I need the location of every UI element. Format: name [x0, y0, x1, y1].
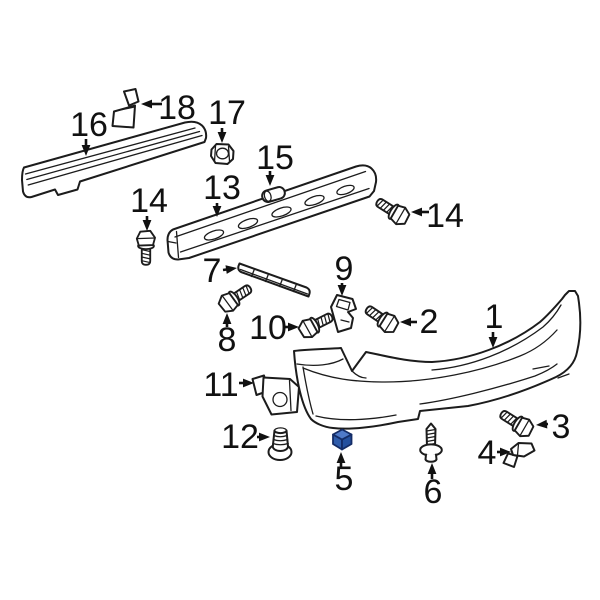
callout-label-2: 2: [420, 303, 439, 341]
callout-label-12: 12: [221, 418, 259, 456]
callout-arrowhead: [212, 206, 222, 217]
callout-13[interactable]: 13: [203, 169, 241, 217]
callout-9[interactable]: 9: [335, 250, 354, 296]
callout-14L[interactable]: 14: [130, 182, 168, 231]
callout-arrowhead: [222, 313, 232, 324]
callout-8[interactable]: 8: [218, 313, 237, 359]
callout-15[interactable]: 15: [256, 139, 294, 186]
callout-label-7: 7: [203, 252, 222, 290]
callout-10[interactable]: 10: [249, 309, 299, 347]
callout-label-16: 16: [70, 106, 108, 144]
callout-arrowhead: [427, 463, 437, 474]
callout-1[interactable]: 1: [485, 298, 504, 348]
callout-label-18: 18: [158, 89, 196, 127]
part-10-bolt[interactable]: [295, 307, 338, 342]
part-4-retainer-clip[interactable]: [502, 442, 536, 468]
part-1-bumper-cover[interactable]: [293, 290, 582, 430]
callout-6[interactable]: 6: [424, 463, 443, 511]
callout-arrowhead: [265, 175, 275, 186]
callout-3[interactable]: 3: [536, 408, 570, 446]
callout-arrowhead: [488, 337, 498, 348]
callout-label-15: 15: [256, 139, 294, 177]
callout-label-5: 5: [335, 460, 354, 498]
callout-arrowhead: [142, 220, 152, 231]
callout-label-3: 3: [552, 408, 571, 446]
callout-arrowhead: [336, 452, 346, 463]
callout-7[interactable]: 7: [203, 252, 237, 290]
callout-label-9: 9: [335, 250, 354, 288]
callout-label-13: 13: [203, 169, 241, 207]
callout-17[interactable]: 17: [208, 94, 246, 143]
callout-label-14R: 14: [426, 197, 464, 235]
part-11-side-retainer[interactable]: [251, 374, 300, 416]
callout-label-17: 17: [208, 94, 246, 132]
part-5-mounting-clip-highlighted[interactable]: [332, 428, 353, 451]
part-14-bolt-left[interactable]: [135, 229, 156, 266]
callout-14R[interactable]: 14: [411, 197, 464, 235]
callout-label-11: 11: [203, 366, 238, 404]
callout-arrowhead: [81, 145, 91, 156]
callout-2[interactable]: 2: [400, 303, 438, 341]
part-6-tapping-screw[interactable]: [419, 422, 443, 463]
callout-arrowhead: [259, 432, 270, 442]
part-3-bolt[interactable]: [495, 404, 538, 441]
part-16-protector-pad[interactable]: [21, 120, 208, 199]
callout-arrowhead: [288, 322, 299, 332]
callout-label-8: 8: [218, 321, 237, 359]
part-12-grommet-screw[interactable]: [267, 427, 293, 461]
callout-16[interactable]: 16: [70, 106, 108, 156]
callout-arrowhead: [217, 132, 227, 143]
part-18-mounting-bracket[interactable]: [111, 88, 140, 129]
callout-label-1: 1: [485, 298, 504, 336]
part-15-pin-spacer[interactable]: [261, 186, 286, 203]
part-13-impact-bar[interactable]: [166, 164, 378, 261]
callout-arrowhead: [141, 99, 152, 109]
callout-18[interactable]: 18: [141, 89, 196, 127]
part-2-bolt[interactable]: [360, 299, 403, 337]
part-17-flange-nut[interactable]: [210, 143, 235, 165]
callout-12[interactable]: 12: [221, 418, 270, 456]
part-7-spacer-pad[interactable]: [237, 262, 311, 298]
callout-arrowhead: [337, 285, 347, 296]
part-9-side-bracket[interactable]: [330, 294, 357, 333]
callout-arrowhead: [500, 447, 511, 457]
callout-arrowhead: [225, 265, 237, 274]
callout-label-6: 6: [424, 473, 443, 511]
callout-11[interactable]: 11: [203, 366, 254, 404]
callout-arrowhead: [536, 419, 548, 429]
callout-label-10: 10: [249, 309, 287, 347]
callout-label-4: 4: [478, 434, 497, 472]
callout-arrowhead: [243, 378, 254, 388]
part-14-bolt-right[interactable]: [371, 192, 414, 229]
callout-5[interactable]: 5: [335, 452, 354, 498]
callout-arrowhead: [411, 207, 422, 217]
callout-label-14L: 14: [130, 182, 168, 220]
callout-4[interactable]: 4: [478, 434, 511, 472]
callout-arrowhead: [400, 317, 411, 327]
